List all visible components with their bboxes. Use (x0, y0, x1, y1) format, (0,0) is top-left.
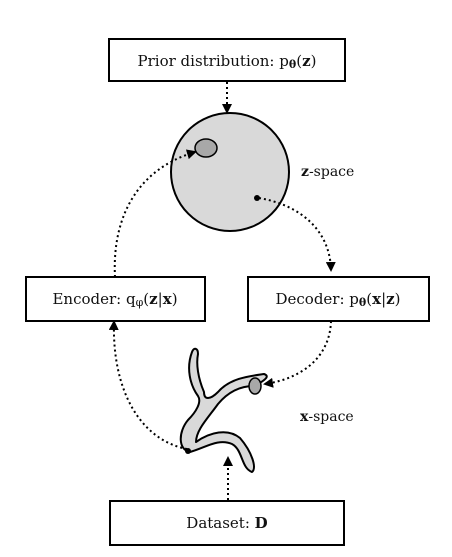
z-space-sphere (170, 112, 290, 232)
z-space-label: z-space (301, 164, 354, 180)
x-space-manifold (179, 347, 268, 473)
xspace-to-encoder-arrow (108, 320, 188, 450)
zspace-to-decoder-arrow (258, 197, 336, 272)
prior-distribution-box: Prior distribution: pθ(z) (108, 38, 346, 82)
x-space-label: x-space (300, 409, 354, 425)
decoder-to-xspace-arrow (263, 320, 332, 388)
encoder-label: Encoder: qφ(z|x) (52, 290, 177, 309)
decoder-box: Decoder: pθ(x|z) (247, 276, 430, 322)
z-region-ellipse (194, 138, 218, 158)
z-sample-point (254, 195, 260, 201)
decoder-label: Decoder: pθ(x|z) (275, 290, 400, 309)
dataset-box: Dataset: D (109, 500, 345, 546)
encoder-to-zspace-arrow (113, 149, 197, 278)
x-region-ellipse (248, 377, 262, 395)
encoder-box: Encoder: qφ(z|x) (25, 276, 206, 322)
prior-distribution-label: Prior distribution: pθ(z) (138, 52, 317, 71)
dataset-label: Dataset: D (186, 514, 267, 532)
